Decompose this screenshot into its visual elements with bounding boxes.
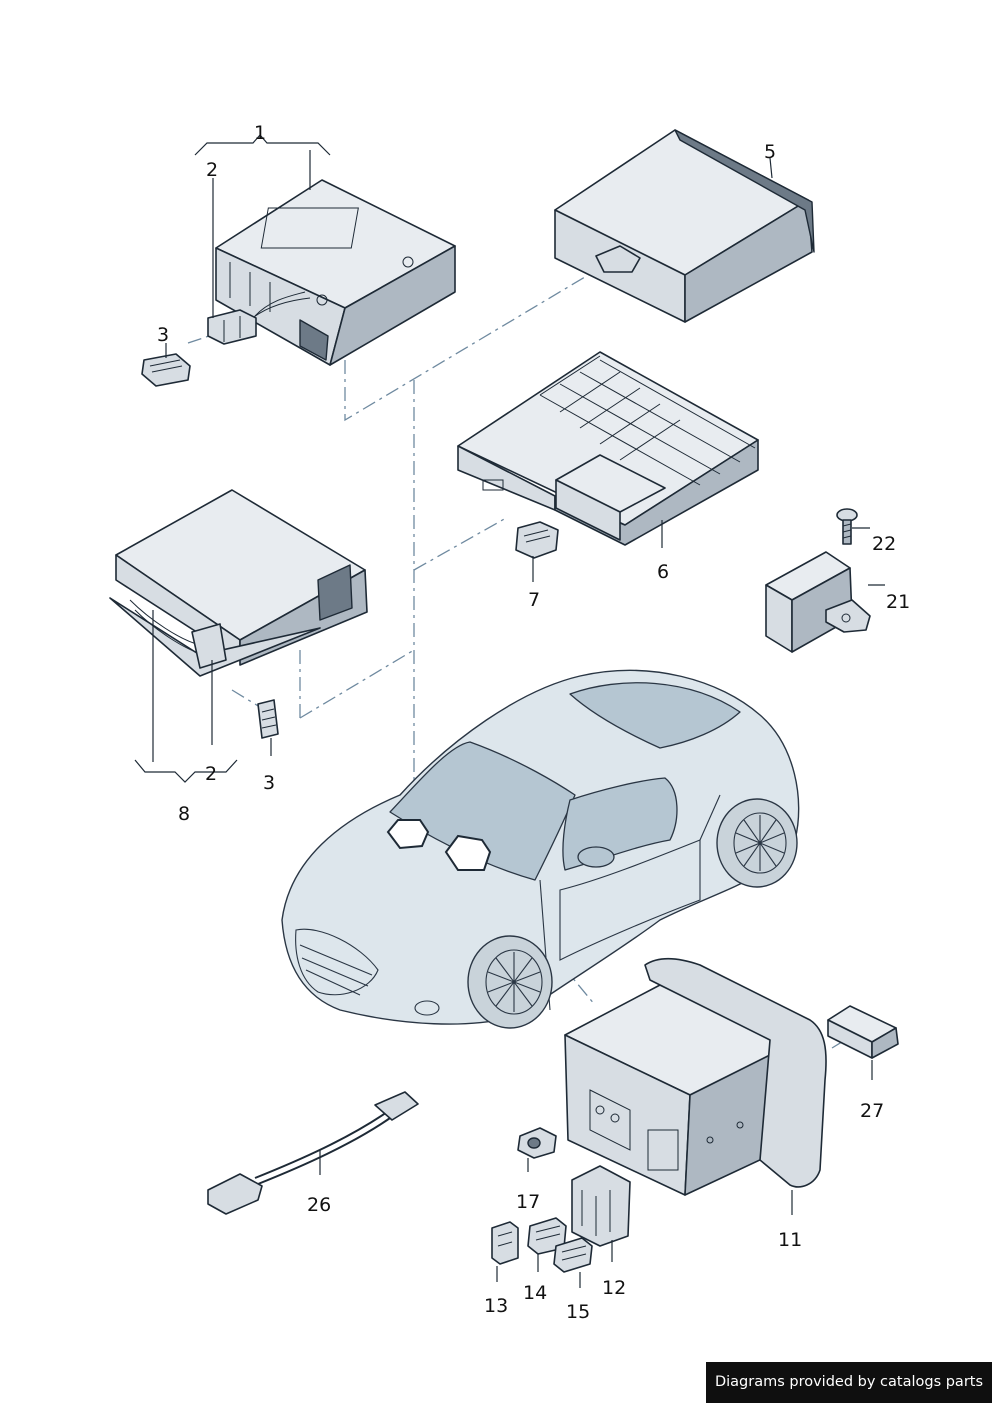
part-17-connector[interactable] <box>517 1127 557 1159</box>
part-27-connector[interactable] <box>827 1005 899 1059</box>
part-2-connector-top[interactable] <box>207 309 257 345</box>
part-15-plug[interactable] <box>553 1237 593 1273</box>
rear-wheel <box>716 798 798 888</box>
callout-13: 13 <box>484 1295 508 1317</box>
callout-7: 7 <box>528 589 540 611</box>
callout-14: 14 <box>523 1282 547 1304</box>
callout-26: 26 <box>307 1194 331 1216</box>
part-3-plug-top[interactable] <box>141 353 191 387</box>
callout-2-bottom: 2 <box>205 763 217 785</box>
callout-2-top: 2 <box>206 159 218 181</box>
callout-labels: 1 2 3 5 6 7 8 2 3 22 21 11 27 17 12 13 1… <box>157 122 910 1323</box>
part-22-screw[interactable] <box>836 508 858 545</box>
callout-3-bottom: 3 <box>263 772 275 794</box>
car-illustration <box>281 669 800 1029</box>
leader-lines <box>134 134 885 1288</box>
callout-22: 22 <box>872 533 896 555</box>
callout-3-top: 3 <box>157 324 169 346</box>
part-21-sensor-module[interactable] <box>765 551 871 653</box>
callout-17: 17 <box>516 1191 540 1213</box>
footer-credit-badge: Diagrams provided by catalogs parts <box>706 1362 992 1403</box>
part-3-plug-bottom[interactable] <box>257 699 279 739</box>
callout-21: 21 <box>886 591 910 613</box>
location-marker-2 <box>444 834 492 871</box>
part-1-radio-unit[interactable] <box>215 179 456 366</box>
callout-6: 6 <box>657 561 669 583</box>
part-13-plug[interactable] <box>491 1221 519 1265</box>
part-5-control-unit[interactable] <box>554 129 815 323</box>
front-wheel <box>467 935 553 1029</box>
callout-11: 11 <box>778 1229 802 1251</box>
part-6-cd-changer[interactable] <box>457 351 759 546</box>
part-7-connector[interactable] <box>515 521 559 559</box>
part-8-navigation-unit[interactable] <box>109 489 368 677</box>
callout-15: 15 <box>566 1301 590 1323</box>
part-26-antenna-cable[interactable] <box>207 1091 419 1215</box>
callout-27: 27 <box>860 1100 884 1122</box>
location-marker-1 <box>386 819 430 850</box>
part-11-radio-navigation-unit[interactable] <box>564 957 827 1196</box>
part-12-connector-frame[interactable] <box>571 1165 631 1247</box>
callout-12: 12 <box>602 1277 626 1299</box>
callout-5: 5 <box>764 141 776 163</box>
callout-1: 1 <box>254 122 266 144</box>
callout-8: 8 <box>178 803 190 825</box>
